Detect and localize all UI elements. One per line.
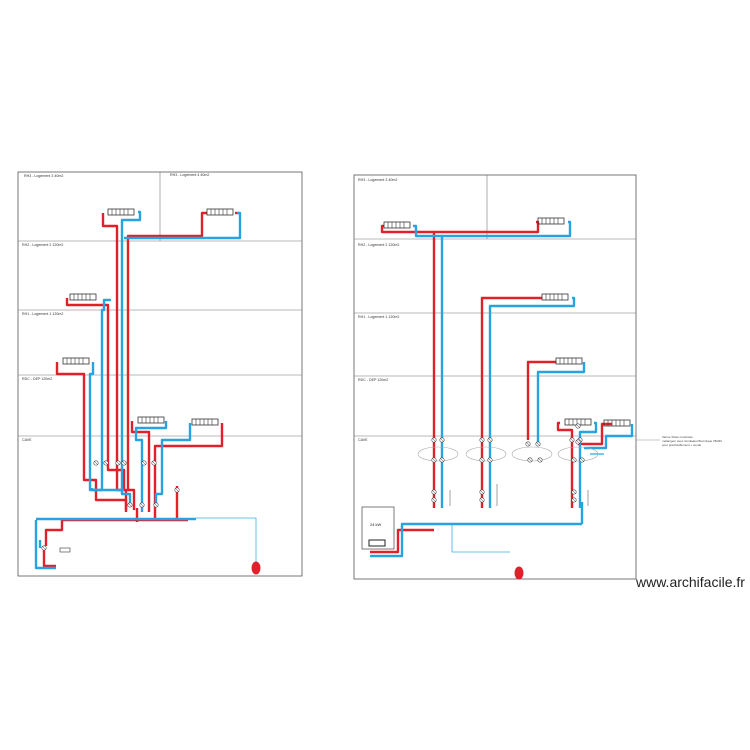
floor-label: RH2 - Logement 2 120m2 [358,243,399,247]
floor-label: RH2 - Logement 2 120m2 [22,243,63,247]
left-sheet: RH3 - Logement 3 40m2 RH3 - Logement 4 4… [17,171,303,577]
valve-icons [431,423,585,503]
floor-label: RH3 - Logement 3 40m2 [358,178,397,182]
floor-label: RH1 - Logement 1 120m2 [22,312,63,316]
boiler: 24 kW [361,506,395,550]
radiator-icon [603,419,631,427]
pump-icon [59,547,71,553]
floor-label: RDC - DEP 120m2 [22,377,52,381]
floor-label: CAVE [22,438,32,442]
right-sheet-frame [353,174,637,580]
radiator-icon [383,221,411,229]
right-sheet: RH3 - Logement 3 40m2 RH2 - Logement 2 1… [353,174,722,580]
radiator-icon [555,357,583,365]
expansion-tank [251,561,261,575]
radiator-icon [191,418,219,426]
radiator-icon [206,208,234,216]
valve-icons [41,460,180,551]
right-return-pipes [370,220,634,558]
radiator-icon [537,217,565,225]
left-supply-pipes [42,211,238,568]
valve-note: mélangeur avec circulateur/thermique 35w… [662,439,722,443]
left-return-pipes [34,210,242,570]
radiator-icon [137,416,165,424]
floor-label: RH3 - Logement 3 40m2 [24,174,63,178]
valve-note: pour préchauffement + sonde [662,443,702,447]
floor-label: RDC - DEP 120m2 [358,378,388,382]
watermark: www.archifacile.fr [636,574,745,590]
radiator-icon [541,293,569,301]
floor-label: RH1 - Logement 1 120m2 [358,315,399,319]
floor-label: CAVE [358,438,368,442]
radiator-icon [69,293,97,301]
expansion-tank [514,566,524,580]
valve-note: Vanne 3Voie motorisée [662,435,693,439]
radiator-icon [62,357,90,365]
boiler-label: 24 kW [370,522,382,527]
floor-label: RH3 - Logement 4 40m2 [170,173,209,177]
radiator-icon [107,208,135,216]
